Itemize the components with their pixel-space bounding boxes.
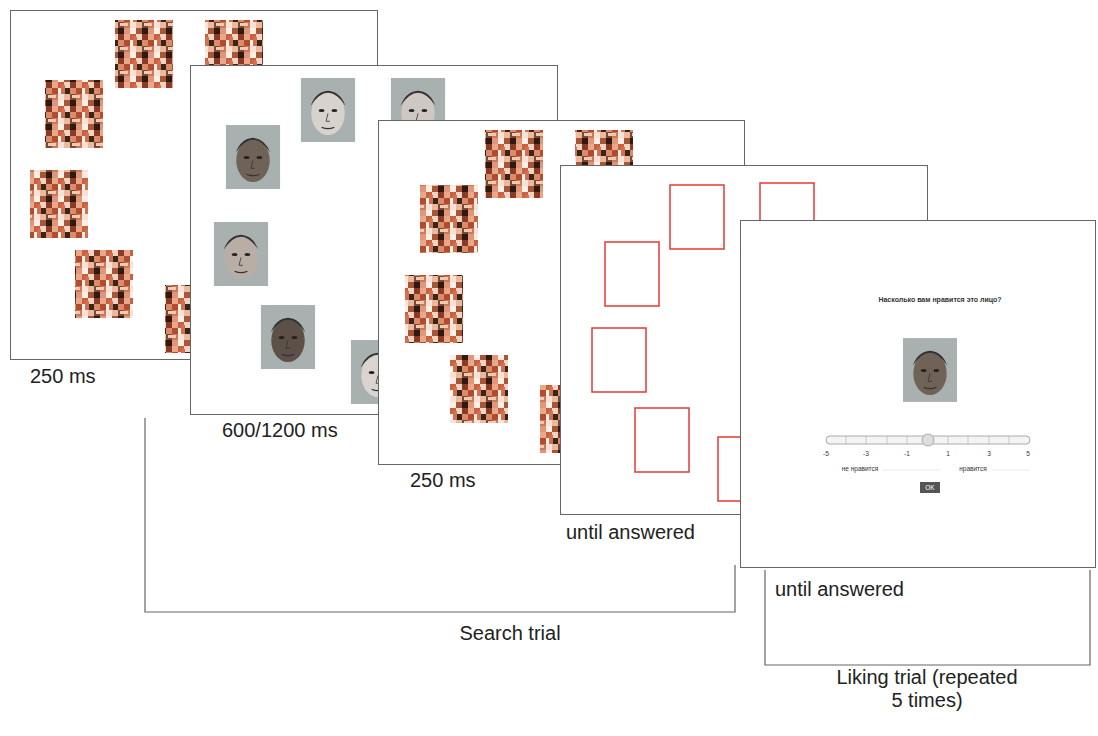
scale-label: 1 (946, 450, 950, 457)
duration-caption: 250 ms (30, 365, 96, 388)
scale-label: не нравится (842, 465, 879, 472)
scale-label: -5 (823, 450, 829, 457)
scale-label: нравится (959, 465, 987, 472)
scale-label: 5 (1026, 450, 1030, 457)
rating-screen (740, 220, 1096, 568)
scale-label: 3 (987, 450, 991, 457)
trial-label: Search trial (390, 622, 630, 645)
scale-label: -3 (863, 450, 869, 457)
scale-label: -1 (904, 450, 910, 457)
duration-caption: 600/1200 ms (222, 419, 338, 442)
duration-caption: until answered (775, 578, 904, 601)
duration-caption: 250 ms (410, 469, 476, 492)
duration-caption: until answered (566, 521, 695, 544)
rating-question: Насколько вам нравится это лицо? (878, 296, 1001, 303)
ok-button: OK (920, 482, 939, 493)
button-text: OK (925, 484, 934, 491)
trial-label: Liking trial (repeated 5 times) (832, 666, 1022, 712)
screen-frame: Насколько вам нравится это лицо? -5 -3 -1 1 3… (740, 220, 1096, 568)
